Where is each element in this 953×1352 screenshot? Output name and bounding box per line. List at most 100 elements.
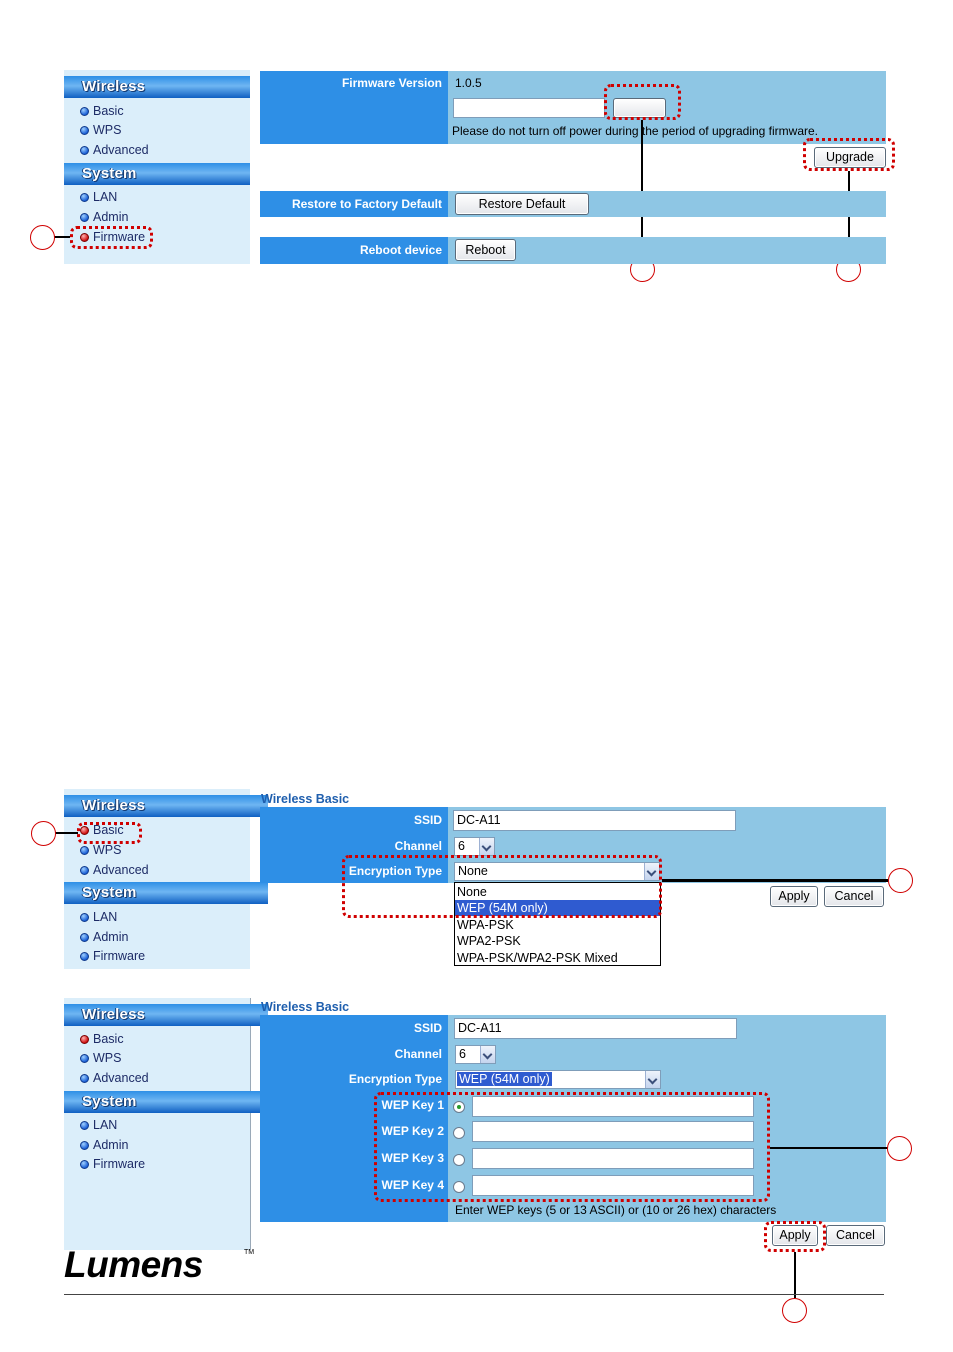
- callout-line: [794, 1252, 796, 1298]
- callout-marker: [887, 1136, 912, 1161]
- chevron-down-icon: [645, 1071, 660, 1088]
- wep-key-3-input[interactable]: [472, 1148, 754, 1169]
- section-title: Wireless Basic: [261, 1000, 350, 1014]
- encryption-option[interactable]: None: [457, 885, 487, 899]
- channel-select[interactable]: 6: [455, 1045, 496, 1064]
- wep-key-4-label: WEP Key 4: [381, 1178, 444, 1192]
- chevron-down-icon: [479, 838, 494, 855]
- sidebar-item-advanced[interactable]: Advanced: [80, 1070, 149, 1086]
- sidebar-header-wireless: Wireless: [64, 1004, 268, 1026]
- wep-key-1-input[interactable]: [472, 1096, 754, 1117]
- encryption-option-selected[interactable]: WEP (54M only): [455, 900, 660, 916]
- sidebar-item-lan[interactable]: LAN: [80, 909, 117, 925]
- firmware-file-input[interactable]: [453, 98, 605, 118]
- encryption-option[interactable]: WPA-PSK/WPA2-PSK Mixed: [457, 951, 618, 965]
- callout-highlight-basic: [77, 822, 142, 844]
- encryption-option[interactable]: WPA2-PSK: [457, 934, 521, 948]
- callout-highlight-upgrade: [803, 138, 895, 171]
- sidebar-item-basic[interactable]: Basic: [80, 103, 124, 119]
- encryption-select[interactable]: WEP (54M only): [455, 1070, 661, 1089]
- sidebar-header-system: System: [64, 163, 250, 185]
- wireless-label-column: [260, 807, 448, 883]
- sidebar-item-firmware[interactable]: Firmware: [80, 948, 145, 964]
- encryption-select[interactable]: None: [454, 862, 660, 881]
- wep-key-2-input[interactable]: [472, 1121, 754, 1142]
- bullet-icon: [80, 213, 89, 222]
- callout-marker: [31, 821, 56, 846]
- sidebar-item-lan[interactable]: LAN: [80, 189, 117, 205]
- callout-highlight-browse: [604, 84, 681, 120]
- sidebar-wireless-section-2: Wireless Basic WPS Advanced System LAN A…: [64, 998, 268, 1250]
- wep-hint-text: Enter WEP keys (5 or 13 ASCII) or (10 or…: [455, 1203, 777, 1217]
- sidebar-item-wps[interactable]: WPS: [80, 122, 121, 138]
- channel-label: Channel: [394, 839, 442, 853]
- sidebar-item-wps[interactable]: WPS: [80, 1050, 121, 1066]
- lumens-logo: Lumens: [64, 1244, 203, 1285]
- trademark-mark: TM: [244, 1249, 255, 1256]
- callout-line: [662, 879, 888, 882]
- callout-highlight-apply: [764, 1221, 826, 1252]
- callout-marker: [782, 1298, 807, 1323]
- wep-key-4-radio[interactable]: [453, 1181, 465, 1193]
- bullet-active-icon: [80, 1035, 89, 1044]
- bullet-icon: [80, 913, 89, 922]
- ssid-label: SSID: [413, 1021, 442, 1035]
- restore-label: Restore to Factory Default: [260, 191, 448, 217]
- firmware-warning-text: Please do not turn off power during the …: [452, 124, 818, 138]
- encryption-label: Encryption Type: [348, 864, 442, 878]
- wep-key-1-radio[interactable]: [453, 1101, 465, 1113]
- restore-default-button[interactable]: Restore Default: [455, 193, 589, 215]
- sidebar-item-admin[interactable]: Admin: [80, 209, 128, 225]
- callout-highlight-encryption: [342, 855, 662, 918]
- bullet-icon: [80, 126, 89, 135]
- channel-label: Channel: [394, 1047, 442, 1061]
- sidebar-firmware-section: Wireless Basic WPS Advanced System LAN A…: [64, 70, 250, 264]
- bullet-icon: [80, 933, 89, 942]
- wep-key-2-radio[interactable]: [453, 1127, 465, 1139]
- bullet-icon: [80, 846, 89, 855]
- sidebar-wireless-section-1: Wireless Basic WPS Advanced System LAN A…: [64, 789, 268, 969]
- apply-button[interactable]: Apply: [772, 1225, 818, 1246]
- encryption-options-list: None WEP (54M only) WPA-PSK WPA2-PSK WPA…: [454, 882, 661, 966]
- sidebar-item-basic[interactable]: Basic: [80, 1031, 124, 1047]
- bullet-active-icon: [80, 826, 89, 835]
- wep-key-2-label: WEP Key 2: [381, 1124, 444, 1138]
- firmware-version-value: 1.0.5: [455, 76, 482, 90]
- bullet-icon: [80, 1160, 89, 1169]
- encryption-option[interactable]: WPA-PSK: [457, 918, 514, 932]
- sidebar-item-advanced[interactable]: Advanced: [80, 862, 149, 878]
- channel-select[interactable]: 6: [454, 837, 495, 856]
- sidebar-item-advanced[interactable]: Advanced: [80, 142, 149, 158]
- reboot-button[interactable]: Reboot: [455, 239, 516, 261]
- bullet-icon: [80, 952, 89, 961]
- ssid-input[interactable]: DC-A11: [453, 810, 736, 831]
- bullet-icon: [80, 1141, 89, 1150]
- cancel-button[interactable]: Cancel: [826, 1225, 885, 1246]
- reboot-label: Reboot device: [260, 237, 448, 264]
- upgrade-button[interactable]: Upgrade: [814, 147, 886, 168]
- sidebar-header-wireless: Wireless: [64, 76, 250, 98]
- apply-button[interactable]: Apply: [770, 886, 818, 907]
- wep-key-3-label: WEP Key 3: [381, 1151, 444, 1165]
- sidebar-item-basic[interactable]: Basic: [80, 822, 124, 838]
- wep-key-3-radio[interactable]: [453, 1154, 465, 1166]
- bullet-icon: [80, 1074, 89, 1083]
- callout-line: [54, 236, 70, 238]
- cancel-button[interactable]: Cancel: [824, 886, 884, 907]
- sidebar-item-firmware[interactable]: Firmware: [80, 229, 145, 245]
- sidebar-item-lan[interactable]: LAN: [80, 1117, 117, 1133]
- chevron-down-icon: [480, 1046, 495, 1063]
- bullet-icon: [80, 146, 89, 155]
- wireless-label-column: [260, 1015, 448, 1222]
- sidebar-item-firmware[interactable]: Firmware: [80, 1156, 145, 1172]
- sidebar-header-system: System: [64, 1091, 268, 1113]
- callout-line: [54, 832, 78, 834]
- wep-key-1-label: WEP Key 1: [381, 1098, 444, 1112]
- ssid-label: SSID: [413, 813, 442, 827]
- wep-key-4-input[interactable]: [472, 1175, 754, 1196]
- sidebar-item-admin[interactable]: Admin: [80, 929, 128, 945]
- ssid-input[interactable]: DC-A11: [454, 1018, 737, 1039]
- sidebar-item-admin[interactable]: Admin: [80, 1137, 128, 1153]
- sidebar-item-wps[interactable]: WPS: [80, 842, 121, 858]
- callout-marker: [30, 225, 55, 250]
